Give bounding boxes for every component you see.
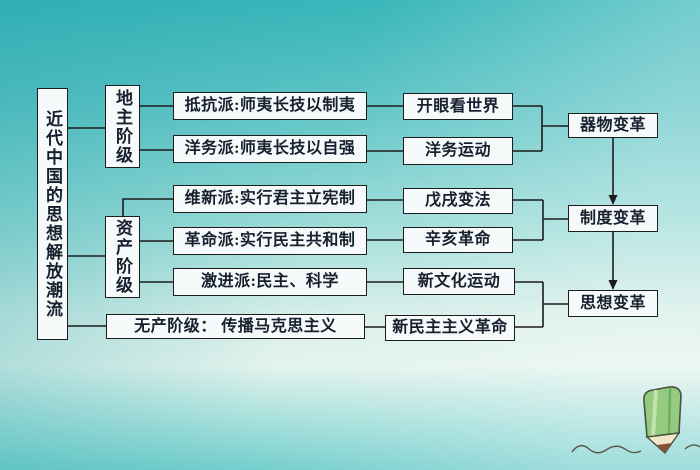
faction-prolet: 无产阶级： 传播马克思主义 xyxy=(106,314,365,339)
pencil-body-shade xyxy=(667,387,672,435)
bourgeois-box: 资产阶级 xyxy=(105,216,140,298)
faction-yangwu-label: 洋务派:师夷长技以自强 xyxy=(184,140,356,157)
bracket-qiwu xyxy=(513,105,568,152)
event-xinminzhu-label: 新民主主义革命 xyxy=(392,319,508,336)
stage-qiwu: 器物变革 xyxy=(568,113,658,138)
bourgeois-label: 资产阶级 xyxy=(113,219,132,295)
arrow-qiwu-zhidu-head xyxy=(608,195,618,205)
event-xinwenhua: 新文化运动 xyxy=(403,268,515,295)
stage-sixiang: 思想变革 xyxy=(568,290,658,317)
faction-resist-label: 抵抗派:师夷长技以制夷 xyxy=(184,97,356,114)
faction-reform-label: 维新派:实行君主立宪制 xyxy=(184,190,356,207)
event-wuxu: 戊戌变法 xyxy=(403,188,513,214)
arrow-zhidu-sixiang-head xyxy=(608,280,618,290)
stage-qiwu-label: 器物变革 xyxy=(579,116,646,134)
event-xinminzhu: 新民主主义革命 xyxy=(385,315,515,341)
event-yundong-label: 洋务运动 xyxy=(424,142,491,159)
faction-reform: 维新派:实行君主立宪制 xyxy=(173,185,367,213)
event-yundong: 洋务运动 xyxy=(403,137,513,165)
event-kaiyan-label: 开眼看世界 xyxy=(416,97,500,115)
faction-revolu: 革命派:实行民主共和制 xyxy=(173,227,367,255)
pencil-wavy-line-right xyxy=(684,444,700,450)
pencil-body-highlight xyxy=(651,389,658,437)
connector-lines xyxy=(68,105,614,328)
faction-prolet-label: 无产阶级： 传播马克思主义 xyxy=(134,317,337,335)
faction-radical: 激进派:民主、科学 xyxy=(173,268,367,296)
stage-sixiang-label: 思想变革 xyxy=(579,294,646,312)
stage-zhidu-label: 制度变革 xyxy=(579,209,646,227)
event-kaiyan: 开眼看世界 xyxy=(403,93,513,120)
root-box: 近代中国的思想解放潮流 xyxy=(37,88,68,340)
event-xinwenhua-label: 新文化运动 xyxy=(417,272,501,290)
faction-resist: 抵抗派:师夷长技以制夷 xyxy=(173,92,367,120)
faction-radical-label: 激进派:民主、科学 xyxy=(201,273,339,290)
landlord-box: 地主阶级 xyxy=(105,85,140,168)
event-wuxu-label: 戊戌变法 xyxy=(424,192,491,209)
edge-bourgeois-reform xyxy=(122,198,173,216)
bracket-sixiang xyxy=(515,281,568,328)
event-xinhai: 辛亥革命 xyxy=(403,227,513,253)
stage-zhidu: 制度变革 xyxy=(568,205,658,232)
root-label: 近代中国的思想解放潮流 xyxy=(43,109,62,319)
pencil-tip xyxy=(657,443,672,453)
event-xinhai-label: 辛亥革命 xyxy=(424,231,491,248)
pencil-body xyxy=(643,386,682,438)
faction-revolu-label: 革命派:实行民主共和制 xyxy=(184,232,356,249)
bracket-zhidu xyxy=(513,199,568,241)
landlord-label: 地主阶级 xyxy=(113,88,132,165)
faction-yangwu: 洋务派:师夷长技以自强 xyxy=(173,135,367,163)
pencil-wavy-line-left xyxy=(571,444,642,454)
pencil-doodle xyxy=(571,386,700,455)
